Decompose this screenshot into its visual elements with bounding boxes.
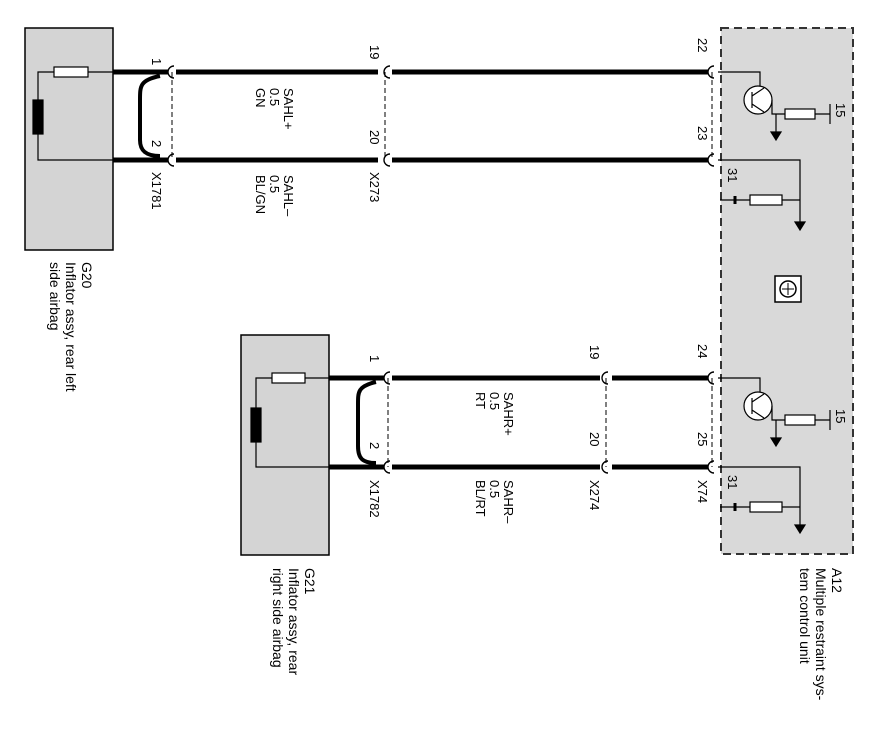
connector-label-x273: X273 <box>367 172 382 202</box>
svg-text:Inflator assy, rear left: Inflator assy, rear left <box>63 262 79 392</box>
sahl-connector-marks <box>167 65 715 167</box>
wire-label-sahl-plus: SAHL+ 0.5 GN <box>253 88 296 130</box>
g21-inflator-box <box>240 334 330 556</box>
pin-label: 31 <box>725 475 740 489</box>
pin-label: 24 <box>695 344 710 358</box>
svg-text:0.5: 0.5 <box>267 175 282 193</box>
a12-label: A12 Multiple restraint sys- tem control … <box>797 568 845 701</box>
svg-text:Inflator assy, rear: Inflator assy, rear <box>286 568 302 675</box>
svg-text:0.5: 0.5 <box>487 392 502 410</box>
wire-label-sahl-minus: SAHL– 0.5 BL/GN <box>253 175 296 217</box>
pin-label: 31 <box>725 168 740 182</box>
wire-label-sahr-plus: SAHR+ 0.5 RT <box>473 392 516 436</box>
g20-label: G20 Inflator assy, rear left side airbag <box>47 262 95 392</box>
svg-text:GN: GN <box>253 88 268 108</box>
sahr-wires <box>329 375 713 470</box>
connector-label-x274: X274 <box>587 480 602 510</box>
crash-sensor-icon <box>774 275 802 303</box>
svg-text:0.5: 0.5 <box>267 88 282 106</box>
svg-text:SAHR–: SAHR– <box>501 480 516 524</box>
svg-text:G20: G20 <box>79 262 95 289</box>
transistor-icon-2 <box>743 391 773 421</box>
g20-inflator-box <box>24 27 114 251</box>
pin-label: 19 <box>367 45 382 59</box>
g21-internal-circuit <box>250 372 329 468</box>
g21-label: G21 Inflator assy, rear right side airba… <box>270 568 318 675</box>
pin-label: 1 <box>149 58 164 65</box>
svg-text:0.5: 0.5 <box>487 480 502 498</box>
svg-text:side airbag: side airbag <box>47 262 63 331</box>
svg-text:A12: A12 <box>829 568 845 593</box>
transistor-icon <box>743 85 773 115</box>
sahl-wires <box>113 69 713 163</box>
pin-label: 2 <box>149 140 164 147</box>
svg-text:SAHR+: SAHR+ <box>501 392 516 436</box>
pin-label: 23 <box>695 126 710 140</box>
svg-text:tem control unit: tem control unit <box>797 568 813 664</box>
pin-label: 20 <box>367 130 382 144</box>
g20-squib-icon <box>32 99 44 135</box>
sahr-connector-marks <box>383 371 715 474</box>
pin-label: 1 <box>367 355 382 362</box>
g21-squib-icon <box>250 407 262 443</box>
pin-label: 15 <box>833 409 848 423</box>
svg-text:BL/RT: BL/RT <box>473 480 488 517</box>
svg-text:right side airbag: right side airbag <box>270 568 286 668</box>
svg-text:SAHL+: SAHL+ <box>281 88 296 130</box>
pin-label: 25 <box>695 432 710 446</box>
svg-text:G21: G21 <box>302 568 318 595</box>
a12-top-driver-circuit <box>718 71 831 232</box>
pin-label: 2 <box>367 442 382 449</box>
pin-label: 22 <box>695 38 710 52</box>
pin-label: 19 <box>587 345 602 359</box>
pin-label: 20 <box>587 432 602 446</box>
g20-internal-circuit <box>32 66 113 161</box>
wire-label-sahr-minus: SAHR– 0.5 BL/RT <box>473 480 516 524</box>
connector-label-x1782: X1782 <box>367 480 382 518</box>
a12-bottom-driver-circuit <box>718 377 831 535</box>
connector-label-x1781: X1781 <box>149 172 164 210</box>
svg-text:Multiple restraint sys-: Multiple restraint sys- <box>813 568 829 701</box>
svg-text:RT: RT <box>473 392 488 409</box>
svg-text:SAHL–: SAHL– <box>281 175 296 217</box>
svg-text:BL/GN: BL/GN <box>253 175 268 214</box>
connector-label-x74: X74 <box>695 480 710 503</box>
pin-label: 15 <box>833 103 848 117</box>
